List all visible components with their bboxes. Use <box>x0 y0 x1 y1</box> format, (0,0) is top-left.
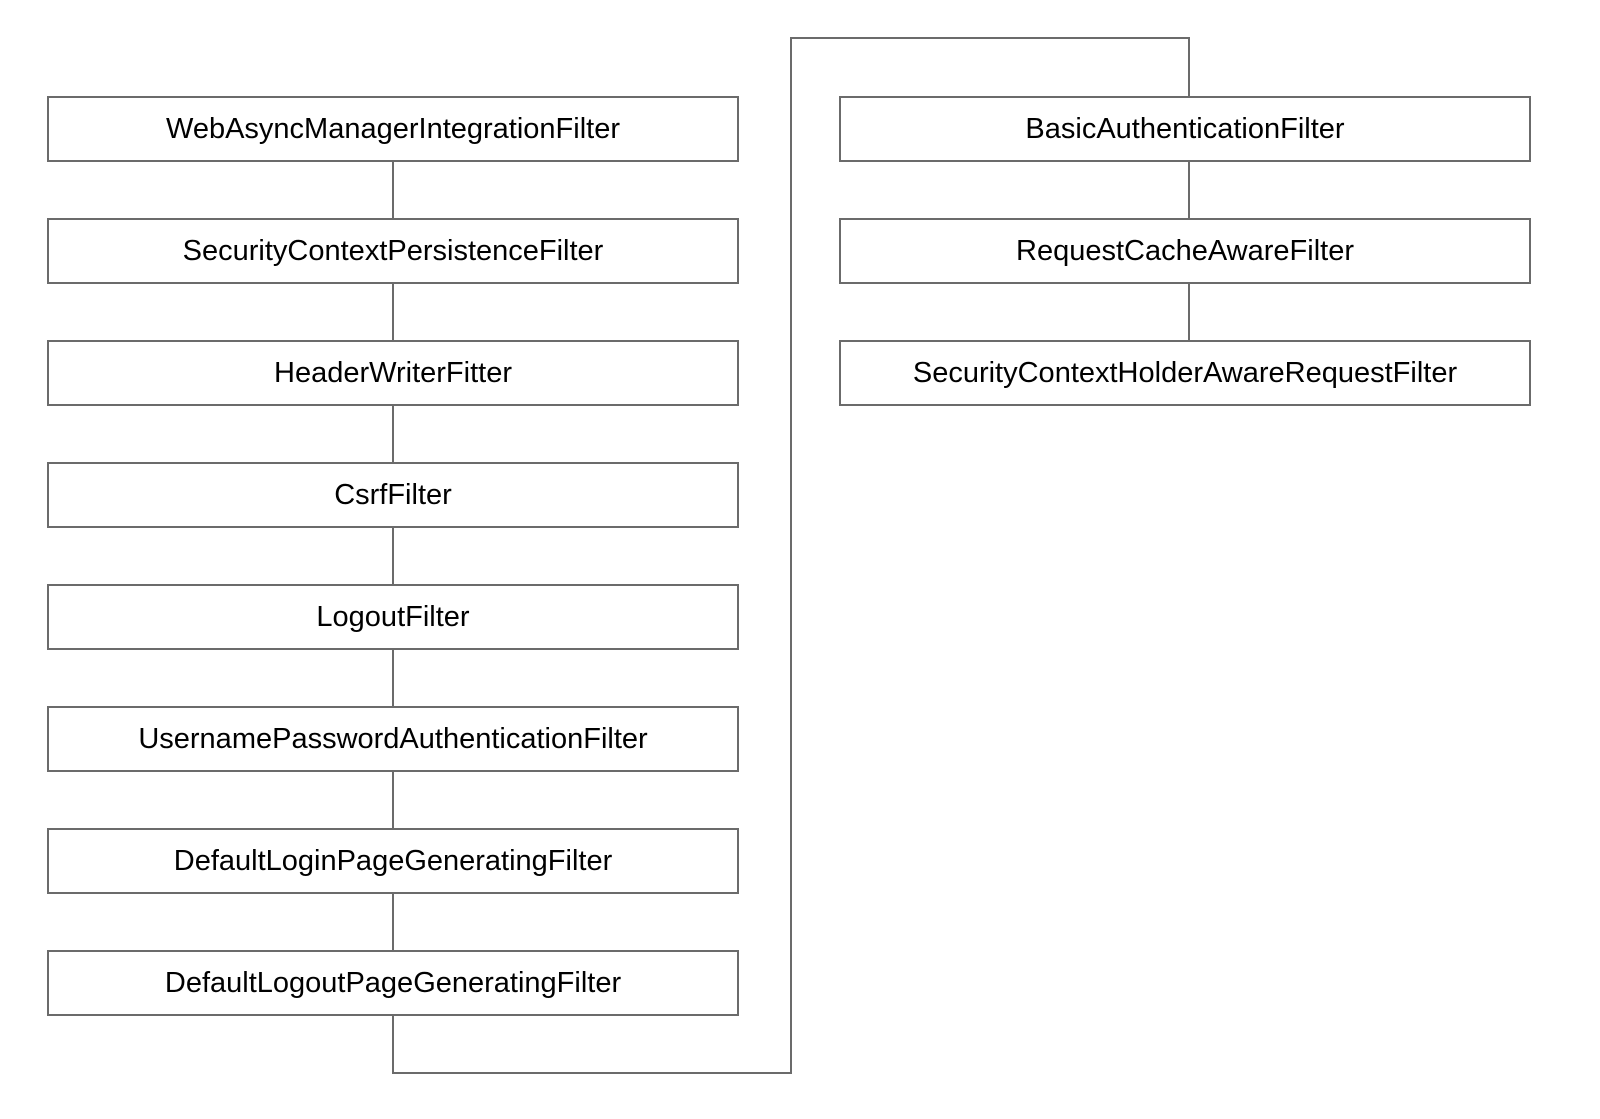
filter-node-label: BasicAuthenticationFilter <box>1025 112 1345 145</box>
filter-node-label: HeaderWriterFitter <box>274 356 512 389</box>
filter-node-label: LogoutFilter <box>316 600 470 633</box>
filter-node-label: CsrfFilter <box>334 478 452 511</box>
filter-node-header-writer: HeaderWriterFitter <box>47 340 739 406</box>
filter-node-web-async-manager-integration: WebAsyncManagerIntegrationFilter <box>47 96 739 162</box>
filter-node-logout: LogoutFilter <box>47 584 739 650</box>
filter-node-default-login-page-generating: DefaultLoginPageGeneratingFilter <box>47 828 739 894</box>
filter-node-label: SecurityContextPersistenceFilter <box>182 234 604 267</box>
filter-node-label: SecurityContextHolderAwareRequestFilter <box>912 356 1458 389</box>
filter-node-label: DefaultLogoutPageGeneratingFilter <box>164 966 622 999</box>
filter-node-csrf: CsrfFilter <box>47 462 739 528</box>
filter-node-default-logout-page-generating: DefaultLogoutPageGeneratingFilter <box>47 950 739 1016</box>
filter-node-security-context-persistence: SecurityContextPersistenceFilter <box>47 218 739 284</box>
filter-node-basic-authentication: BasicAuthenticationFilter <box>839 96 1531 162</box>
filter-node-security-context-holder-aware-request: SecurityContextHolderAwareRequestFilter <box>839 340 1531 406</box>
filter-node-username-password-authentication: UsernamePasswordAuthenticationFilter <box>47 706 739 772</box>
connector-8-to-right-column <box>392 37 1190 1074</box>
filter-node-label: RequestCacheAwareFilter <box>1016 234 1354 267</box>
filter-node-request-cache-aware: RequestCacheAwareFilter <box>839 218 1531 284</box>
filter-node-label: DefaultLoginPageGeneratingFilter <box>173 844 613 877</box>
filter-node-label: WebAsyncManagerIntegrationFilter <box>165 112 621 145</box>
filter-node-label: UsernamePasswordAuthenticationFilter <box>138 722 648 755</box>
